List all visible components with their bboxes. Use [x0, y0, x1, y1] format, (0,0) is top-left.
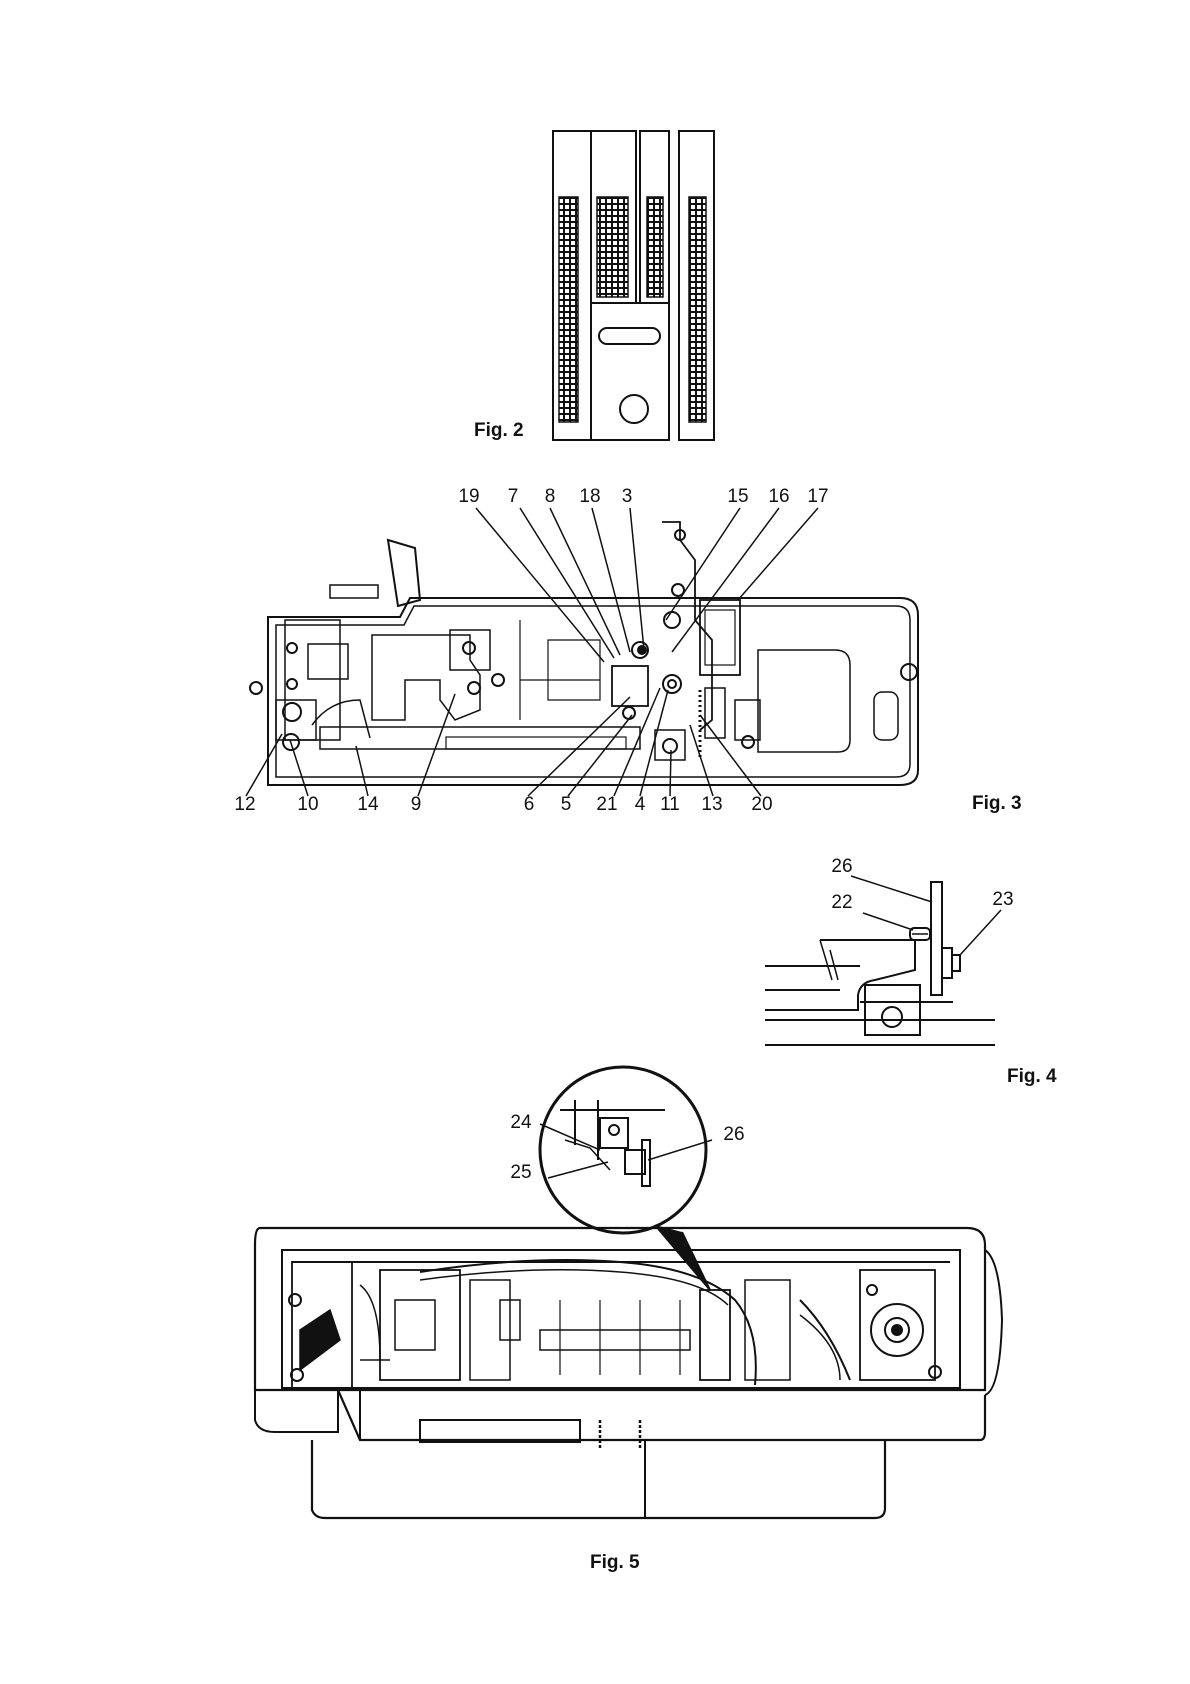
callout-label: 7 — [508, 486, 519, 507]
fig3-caption: Fig. 3 — [972, 793, 1022, 815]
fig4-detail — [765, 876, 1001, 1045]
fig4-labels: 26 22 23 — [831, 856, 1013, 913]
fig3-bottom-labels: 12 10 14 9 6 5 21 4 11 13 20 — [234, 794, 772, 815]
fig5-caption: Fig. 5 — [590, 1552, 640, 1574]
callout-label: 20 — [751, 794, 772, 815]
callout-label: 5 — [561, 794, 572, 815]
callout-label: 14 — [357, 794, 379, 815]
callout-label: 18 — [579, 486, 600, 507]
callout-label: 24 — [510, 1112, 532, 1133]
callout-label: 10 — [297, 794, 318, 815]
fig2-needle-plate — [553, 131, 714, 440]
callout-label: 25 — [510, 1162, 531, 1183]
callout-label: 13 — [701, 794, 722, 815]
callout-label: 15 — [727, 486, 748, 507]
callout-label: 16 — [768, 486, 789, 507]
fig4-caption: Fig. 4 — [1007, 1066, 1057, 1088]
callout-label: 26 — [723, 1124, 744, 1145]
callout-label: 6 — [524, 794, 535, 815]
callout-label: 17 — [807, 486, 828, 507]
callout-label: 21 — [596, 794, 617, 815]
callout-label: 4 — [635, 794, 646, 815]
callout-label: 12 — [234, 794, 255, 815]
callout-label: 3 — [622, 486, 633, 507]
callout-label: 26 — [831, 856, 852, 877]
fig3-top-labels: 19 7 8 18 3 15 16 17 — [458, 486, 828, 507]
callout-label: 11 — [660, 794, 680, 815]
callout-label: 23 — [992, 889, 1013, 910]
fig3-machine-topview — [246, 508, 918, 796]
callout-label: 19 — [458, 486, 479, 507]
callout-label: 22 — [831, 892, 852, 913]
callout-label: 8 — [545, 486, 556, 507]
callout-label: 9 — [411, 794, 422, 815]
fig2-caption: Fig. 2 — [474, 420, 524, 442]
fig5-open-machine — [255, 1067, 1002, 1518]
